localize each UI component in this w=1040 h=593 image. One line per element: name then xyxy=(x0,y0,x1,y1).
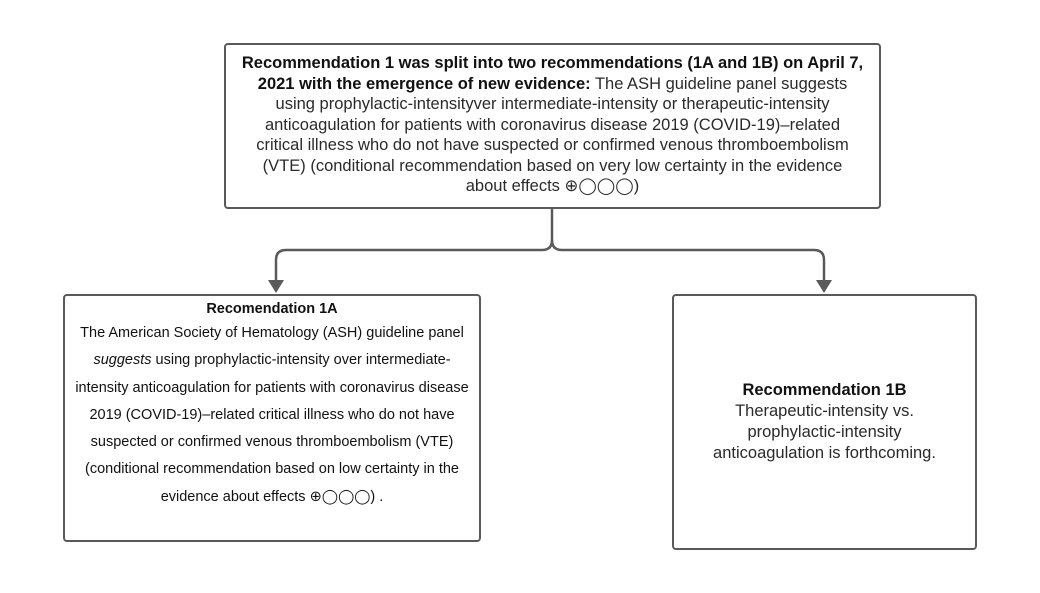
recommendation-1a-box: Recomendation 1A The American Society of… xyxy=(63,294,481,542)
recommendation-1a-body: The American Society of Hematology (ASH)… xyxy=(73,320,471,511)
connector-branch-1b xyxy=(550,239,826,283)
arrow-to-1b xyxy=(816,280,832,293)
recommendation-1a-emphasis: suggests xyxy=(93,352,152,369)
recommendation-1a-text-after: using prophylactic-intensity over interm… xyxy=(75,352,469,505)
recommendation-1-heading: Recommendation 1 was split into two reco… xyxy=(241,54,864,93)
recommendation-1b-box: Recommendation 1B Therapeutic-intensity … xyxy=(672,294,977,550)
connector-trunk xyxy=(274,209,554,283)
arrow-to-1a xyxy=(268,280,284,293)
recommendation-1-box: Recommendation 1 was split into two reco… xyxy=(224,43,881,209)
recommendation-1b-text: Therapeutic-intensity vs. prophylactic-i… xyxy=(713,402,936,462)
recommendation-1a-text-before: The American Society of Hematology (ASH)… xyxy=(80,325,464,341)
recommendation-1a-title: Recomendation 1A xyxy=(206,301,338,317)
recommendation-1b-title: Recommendation 1B xyxy=(742,381,907,399)
recommendation-1-text: The ASH guideline panel suggests using p… xyxy=(256,74,849,196)
